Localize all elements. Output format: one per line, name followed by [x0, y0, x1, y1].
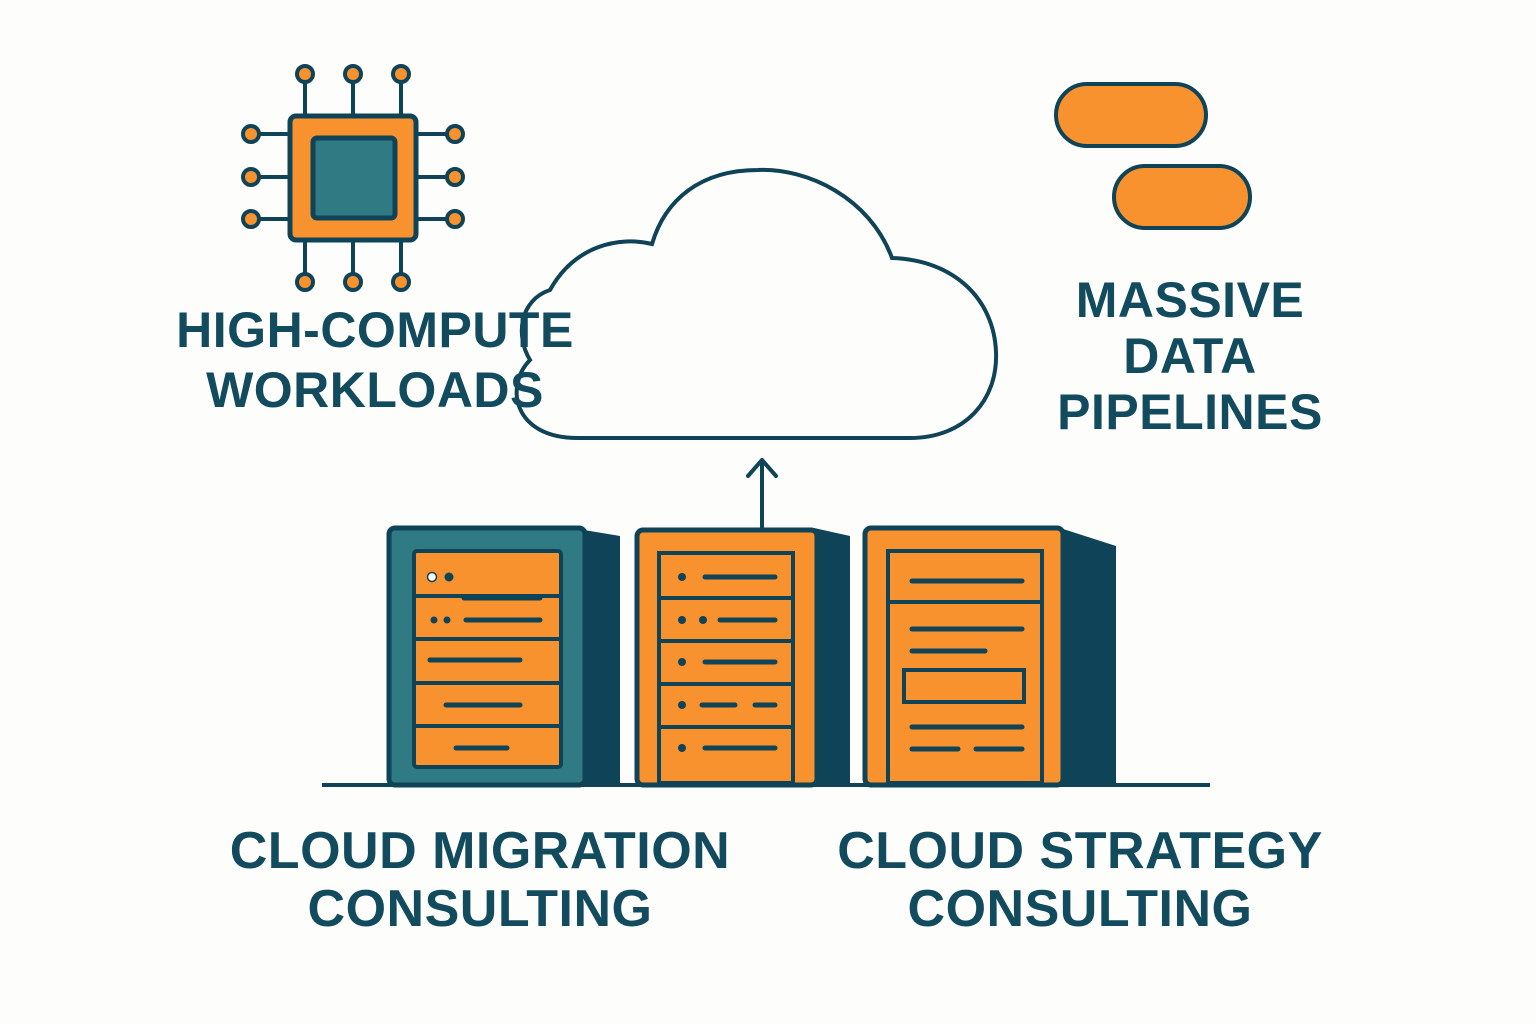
server-rack-icon — [386, 525, 620, 788]
label-line: MASSIVE — [1075, 272, 1305, 328]
server-rack-icon — [634, 527, 850, 788]
high-compute-workloads-label: HIGH-COMPUTE WORKLOADS — [160, 300, 590, 420]
label-line: WORKLOADS — [206, 362, 544, 418]
upload-arrow-icon — [746, 458, 778, 532]
label-line: PIPELINES — [1057, 384, 1323, 440]
label-line: HIGH-COMPUTE — [176, 302, 574, 358]
label-line: CLOUD MIGRATION — [229, 822, 731, 880]
label-line: CONSULTING — [907, 880, 1253, 938]
label-line: CONSULTING — [307, 880, 653, 938]
label-line: DATA — [1123, 328, 1257, 384]
server-rack-icon — [862, 525, 1116, 788]
massive-data-pipelines-label: MASSIVE DATA PIPELINES — [1030, 272, 1350, 440]
cloud-icon — [514, 167, 999, 440]
cpu-chip-icon — [241, 64, 465, 292]
cloud-migration-consulting-label: CLOUD MIGRATION CONSULTING — [200, 822, 760, 938]
data-pipeline-icon — [1054, 82, 1252, 230]
label-line: CLOUD STRATEGY — [837, 822, 1323, 880]
cloud-strategy-consulting-label: CLOUD STRATEGY CONSULTING — [810, 822, 1350, 938]
